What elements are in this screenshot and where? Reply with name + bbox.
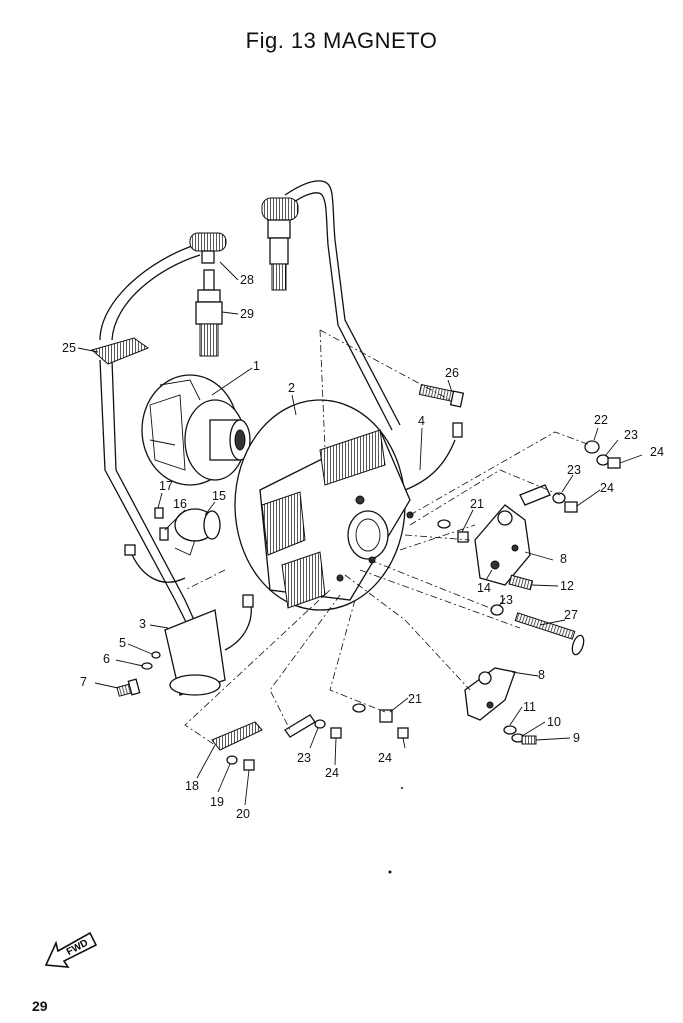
ignition-coil-3 bbox=[164, 594, 254, 696]
screw-7 bbox=[116, 678, 141, 697]
callout-21-b: 21 bbox=[408, 692, 422, 706]
flywheel-rotor-1 bbox=[141, 374, 251, 486]
contact-breaker-8-lower bbox=[464, 667, 516, 721]
screw-12 bbox=[508, 574, 534, 591]
spark-plug-29 bbox=[195, 269, 223, 357]
screw-27 bbox=[514, 612, 585, 656]
washer-5 bbox=[151, 651, 161, 659]
callout-24-a: 24 bbox=[650, 445, 664, 459]
callout-8-b: 8 bbox=[538, 668, 545, 682]
callout-23-c: 23 bbox=[297, 751, 311, 765]
figure-title: Fig. 13 MAGNETO bbox=[245, 28, 438, 53]
fwd-arrow-icon: FWD bbox=[44, 931, 98, 968]
callout-18: 18 bbox=[185, 779, 199, 793]
washer-22 bbox=[584, 440, 600, 454]
washer-left-upper bbox=[437, 519, 451, 529]
callout-17: 17 bbox=[159, 479, 173, 493]
callout-14: 14 bbox=[477, 581, 491, 595]
lead-terminal-left bbox=[124, 544, 136, 556]
callout-23-a: 23 bbox=[624, 428, 638, 442]
lead-clip-18 bbox=[211, 721, 263, 751]
plug-cap-28 bbox=[189, 232, 227, 264]
callout-1: 1 bbox=[253, 359, 260, 373]
screw-9 bbox=[521, 735, 537, 745]
washer-6 bbox=[141, 662, 153, 670]
washer-lower-mid bbox=[352, 703, 366, 713]
callout-19: 19 bbox=[210, 795, 224, 809]
grommet-25 bbox=[90, 337, 150, 365]
screw-26 bbox=[418, 383, 465, 408]
callout-3: 3 bbox=[139, 617, 146, 631]
callout-2: 2 bbox=[288, 381, 295, 395]
stator-base-plate-2 bbox=[234, 399, 414, 611]
callout-28: 28 bbox=[240, 273, 254, 287]
callout-15: 15 bbox=[212, 489, 226, 503]
condenser-lead bbox=[129, 549, 186, 583]
lead-terminal-4 bbox=[452, 422, 463, 438]
callout-16: 16 bbox=[173, 497, 187, 511]
callout-7: 7 bbox=[80, 675, 87, 689]
callout-21-a: 21 bbox=[470, 497, 484, 511]
callout-24-c: 24 bbox=[325, 766, 339, 780]
callout-4: 4 bbox=[418, 414, 425, 428]
explode-lines bbox=[184, 329, 591, 746]
callout-27: 27 bbox=[564, 608, 578, 622]
washer-19 bbox=[226, 755, 238, 765]
callout-6: 6 bbox=[103, 652, 110, 666]
callout-29: 29 bbox=[240, 307, 254, 321]
nut-24-c bbox=[330, 727, 342, 739]
leader-lines bbox=[77, 261, 643, 806]
callout-26: 26 bbox=[445, 366, 459, 380]
callout-24-b: 24 bbox=[600, 481, 614, 495]
clip-21-b bbox=[379, 709, 393, 723]
washer-17 bbox=[154, 507, 164, 519]
callout-9: 9 bbox=[573, 731, 580, 745]
washer-23-a bbox=[596, 454, 610, 466]
callout-5: 5 bbox=[119, 636, 126, 650]
lead-4 bbox=[404, 439, 456, 491]
terminal-plate-upper bbox=[519, 484, 551, 506]
washer-11 bbox=[503, 725, 517, 735]
callout-10: 10 bbox=[547, 715, 561, 729]
callout-12: 12 bbox=[560, 579, 574, 593]
callout-11: 11 bbox=[523, 700, 536, 714]
washer-13 bbox=[490, 604, 504, 616]
contact-breaker-8-upper bbox=[474, 504, 531, 586]
callout-23-b: 23 bbox=[567, 463, 581, 477]
condenser-15 bbox=[174, 508, 221, 556]
nut-24-a bbox=[607, 457, 621, 469]
callout-24-d: 24 bbox=[378, 751, 392, 765]
washer-23-c bbox=[314, 719, 326, 729]
page-number: 29 bbox=[32, 998, 48, 1014]
plug-cap-right bbox=[261, 197, 299, 291]
callout-8-a: 8 bbox=[560, 552, 567, 566]
callout-22: 22 bbox=[594, 413, 608, 427]
callout-25: 25 bbox=[62, 341, 76, 355]
screw-20 bbox=[243, 759, 255, 771]
washer-23-b bbox=[552, 492, 566, 504]
terminal-plate-lower bbox=[284, 714, 316, 738]
nut-24-b bbox=[564, 501, 578, 513]
clip-21-a bbox=[457, 531, 469, 543]
screw-16 bbox=[159, 527, 169, 541]
nut-24-d bbox=[397, 727, 409, 739]
callout-20: 20 bbox=[236, 807, 250, 821]
callout-13: 13 bbox=[499, 593, 513, 607]
